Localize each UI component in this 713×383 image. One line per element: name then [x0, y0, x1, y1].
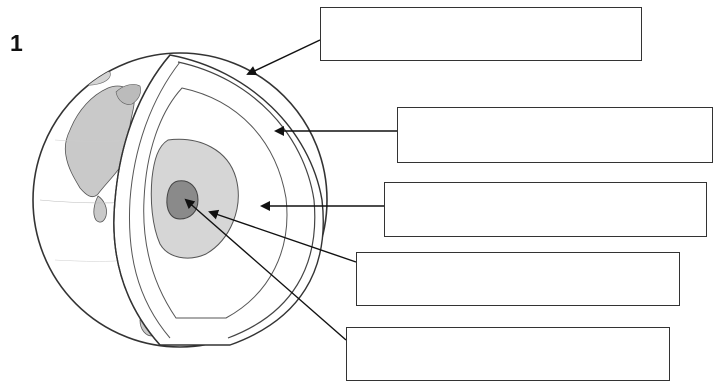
answer-box-2[interactable] — [397, 107, 713, 163]
question-number: 1 — [10, 30, 23, 56]
answer-box-5[interactable] — [346, 327, 670, 381]
answer-box-4[interactable] — [356, 252, 680, 306]
crust-line — [177, 61, 316, 339]
arrow-inner-core — [208, 209, 357, 263]
answer-box-1[interactable] — [320, 7, 642, 61]
arrow-crust — [246, 39, 321, 76]
globe — [32, 52, 328, 348]
arrow-center — [184, 198, 347, 341]
arrows — [184, 39, 397, 341]
answer-box-3[interactable] — [384, 182, 707, 237]
inner-core — [166, 180, 199, 220]
